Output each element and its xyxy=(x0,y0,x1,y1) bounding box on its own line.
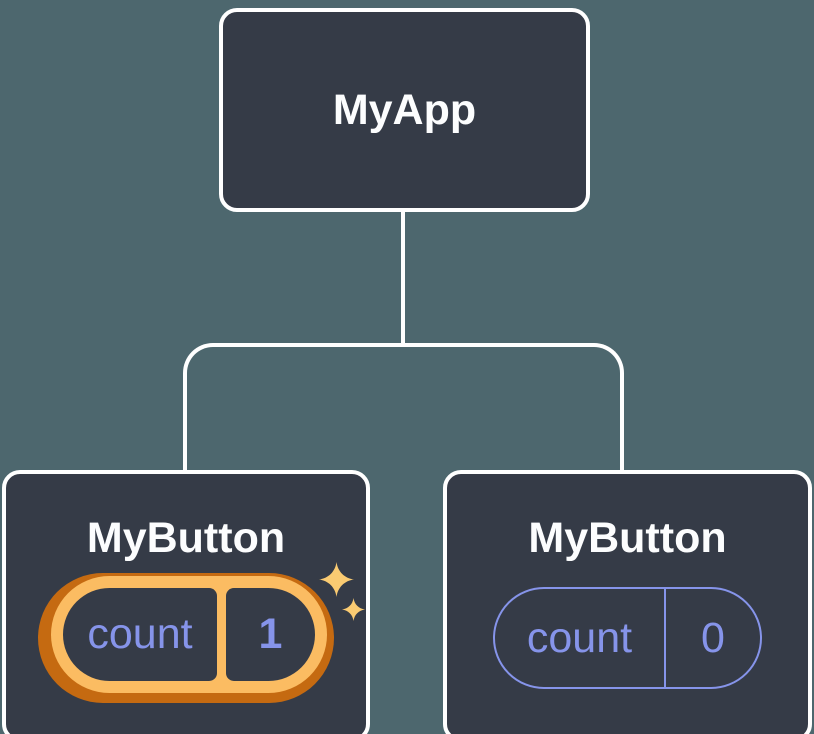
state-value-label: 1 xyxy=(258,610,283,658)
state-key-cell: count xyxy=(63,588,217,681)
state-pill-highlighted: count 1 xyxy=(38,573,334,703)
node-mybutton-1: MyButton count 1 xyxy=(2,470,370,734)
state-key-label: count xyxy=(87,610,193,658)
state-value-label: 0 xyxy=(701,613,725,662)
node-mybutton-2: MyButton count 0 xyxy=(443,470,812,734)
pill-divider xyxy=(664,589,666,687)
node-mybutton-2-label: MyButton xyxy=(528,514,727,562)
state-key-label: count xyxy=(526,613,633,662)
node-myapp: MyApp xyxy=(219,8,590,212)
state-pill: count 0 xyxy=(493,587,762,689)
connector-stem xyxy=(401,210,405,346)
connector-branch xyxy=(183,343,624,471)
sparkle-large-icon xyxy=(319,562,354,597)
state-pill-highlight-ring: count 1 xyxy=(51,576,327,693)
node-mybutton-1-label: MyButton xyxy=(86,514,286,562)
sparkle-small-icon xyxy=(342,598,365,621)
state-value-cell: 1 xyxy=(226,588,315,681)
node-myapp-label: MyApp xyxy=(332,86,477,134)
